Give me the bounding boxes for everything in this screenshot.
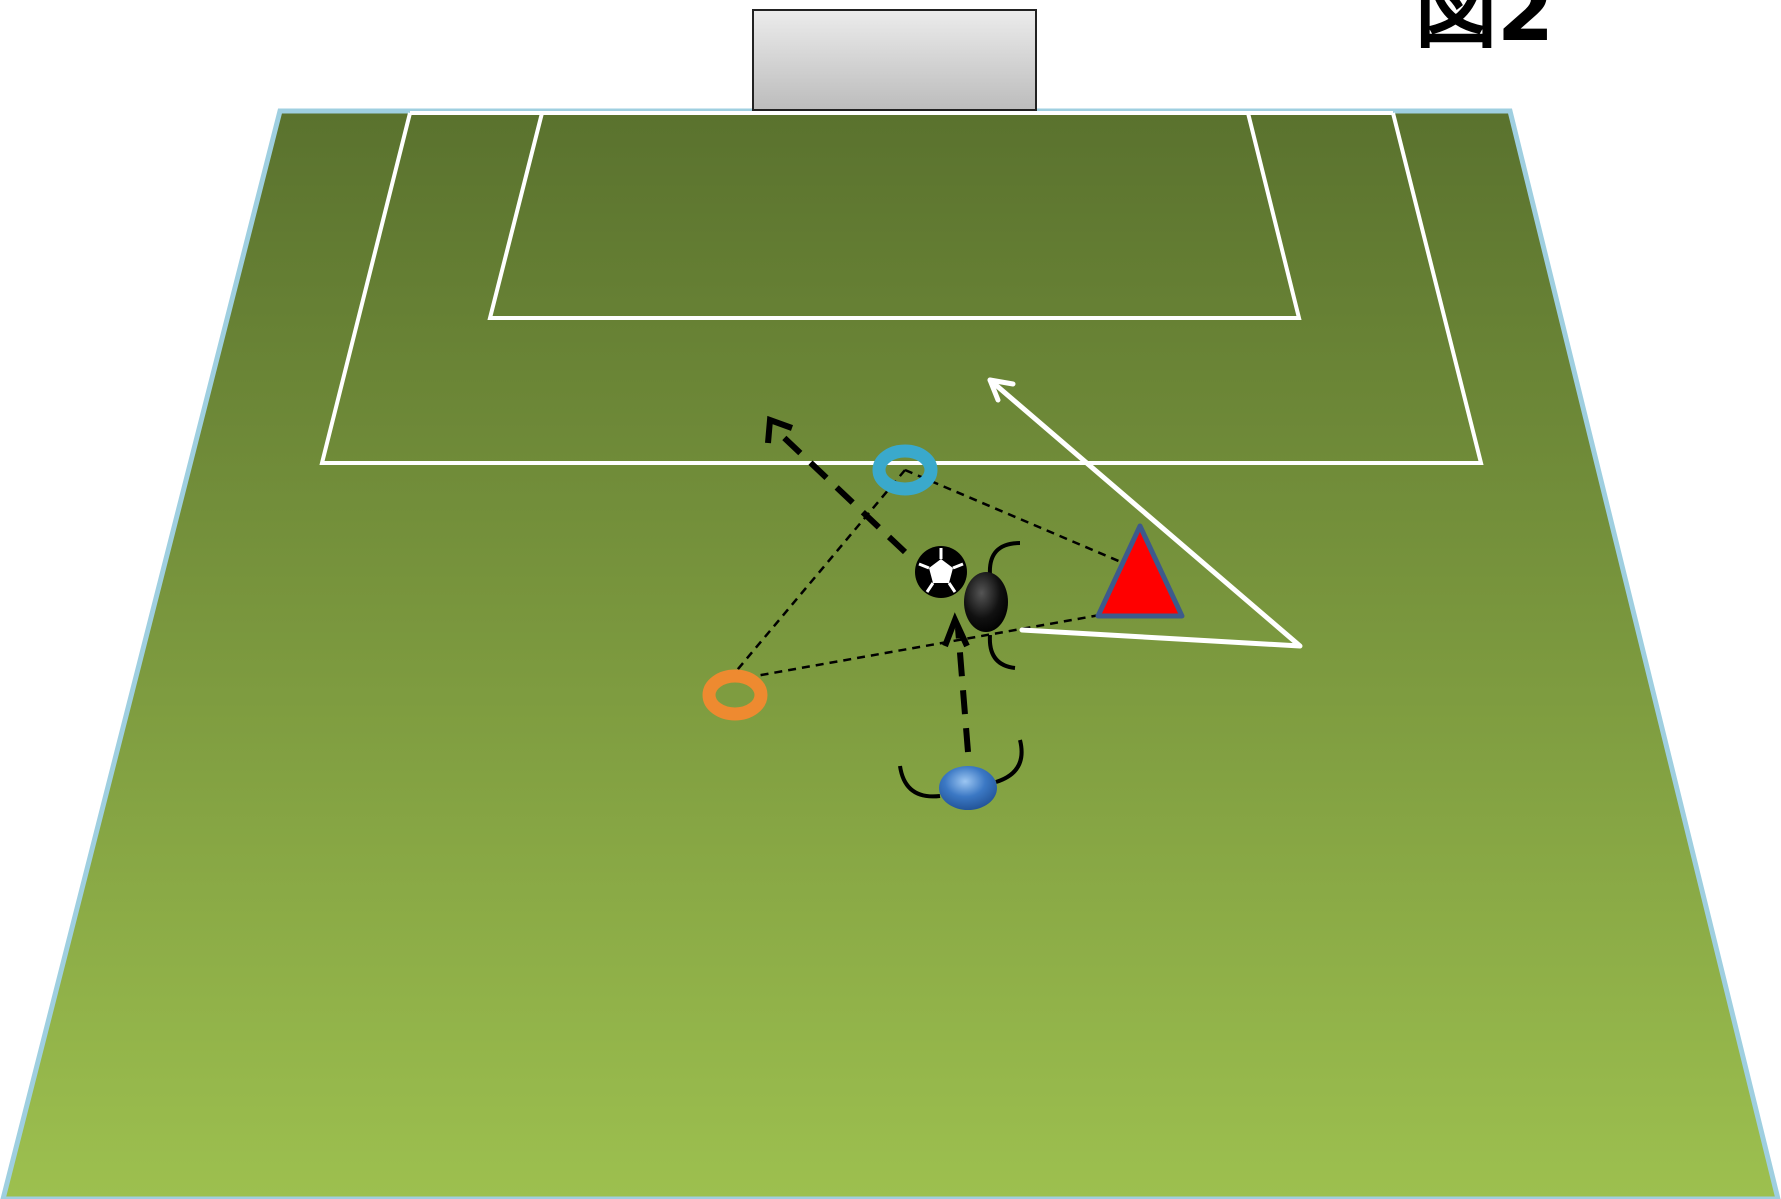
field	[3, 111, 1778, 1199]
soccer-ball	[915, 546, 967, 598]
goal	[753, 10, 1036, 110]
figure-label: 図2	[1415, 0, 1554, 60]
